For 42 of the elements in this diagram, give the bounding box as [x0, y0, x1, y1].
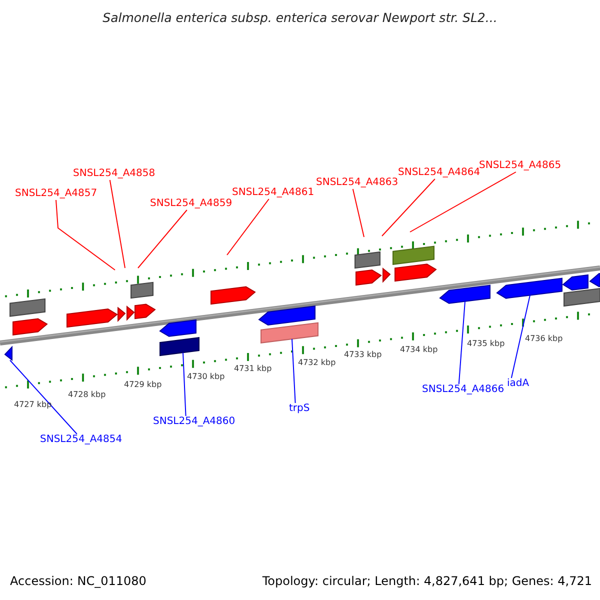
scale-label: 4731 kbp — [234, 364, 272, 374]
gene-arrow — [258, 306, 316, 326]
gene-label: SNSL254_A4859 — [150, 198, 232, 210]
leader-line — [410, 172, 516, 232]
scale-label: 4732 kbp — [298, 358, 336, 368]
scale-label: 4736 kbp — [525, 334, 563, 344]
scale-label: 4735 kbp — [467, 339, 505, 349]
gene-label: SNSL254_A4857 — [15, 188, 98, 200]
gene-label: SNSL254_A4854 — [40, 434, 122, 446]
scale-label: 4734 kbp — [400, 345, 438, 355]
gene-arrow — [439, 284, 490, 304]
leader-line — [458, 300, 466, 384]
gene-label: trpS — [289, 403, 310, 415]
leader-line — [292, 338, 296, 404]
gene-arrow — [260, 322, 318, 344]
gene-arrow — [4, 346, 12, 360]
leader-line — [138, 210, 188, 268]
leader-line — [10, 360, 78, 434]
leader-line — [382, 178, 436, 236]
leader-line — [352, 188, 364, 238]
scale-label: 4733 kbp — [344, 350, 382, 360]
summary-text: Topology: circular; Length: 4,827,641 bp; Genes: 4,721 — [262, 574, 592, 588]
leader-line — [510, 294, 530, 378]
scale-label: 4729 kbp — [124, 380, 162, 390]
gene-label: SNSL254_A4865 — [479, 160, 562, 172]
leader-line — [182, 352, 186, 416]
scale-label: 4727 kbp — [14, 400, 52, 410]
leader-line — [109, 180, 126, 268]
gene-label: SNSL254_A4860 — [153, 416, 236, 428]
scale-label: 4728 kbp — [68, 390, 106, 400]
accession-text: Accession: NC_011080 — [10, 574, 146, 588]
leader-line — [226, 198, 270, 256]
gene-label: SNSL254_A4861 — [232, 187, 314, 199]
gene-label: iadA — [507, 378, 530, 390]
gene-label: SNSL254_A4864 — [398, 167, 480, 179]
gene-label: SNSL254_A4863 — [316, 177, 398, 189]
gene-label: SNSL254_A4866 — [422, 384, 504, 396]
title-text: Salmonella enterica subsp. enterica serovar Newport str. SL2... — [102, 10, 498, 25]
gene-label: SNSL254_A4858 — [73, 168, 156, 180]
scale-label: 4730 kbp — [187, 372, 225, 382]
leader-line — [56, 200, 116, 270]
gene-arrow — [160, 337, 200, 356]
